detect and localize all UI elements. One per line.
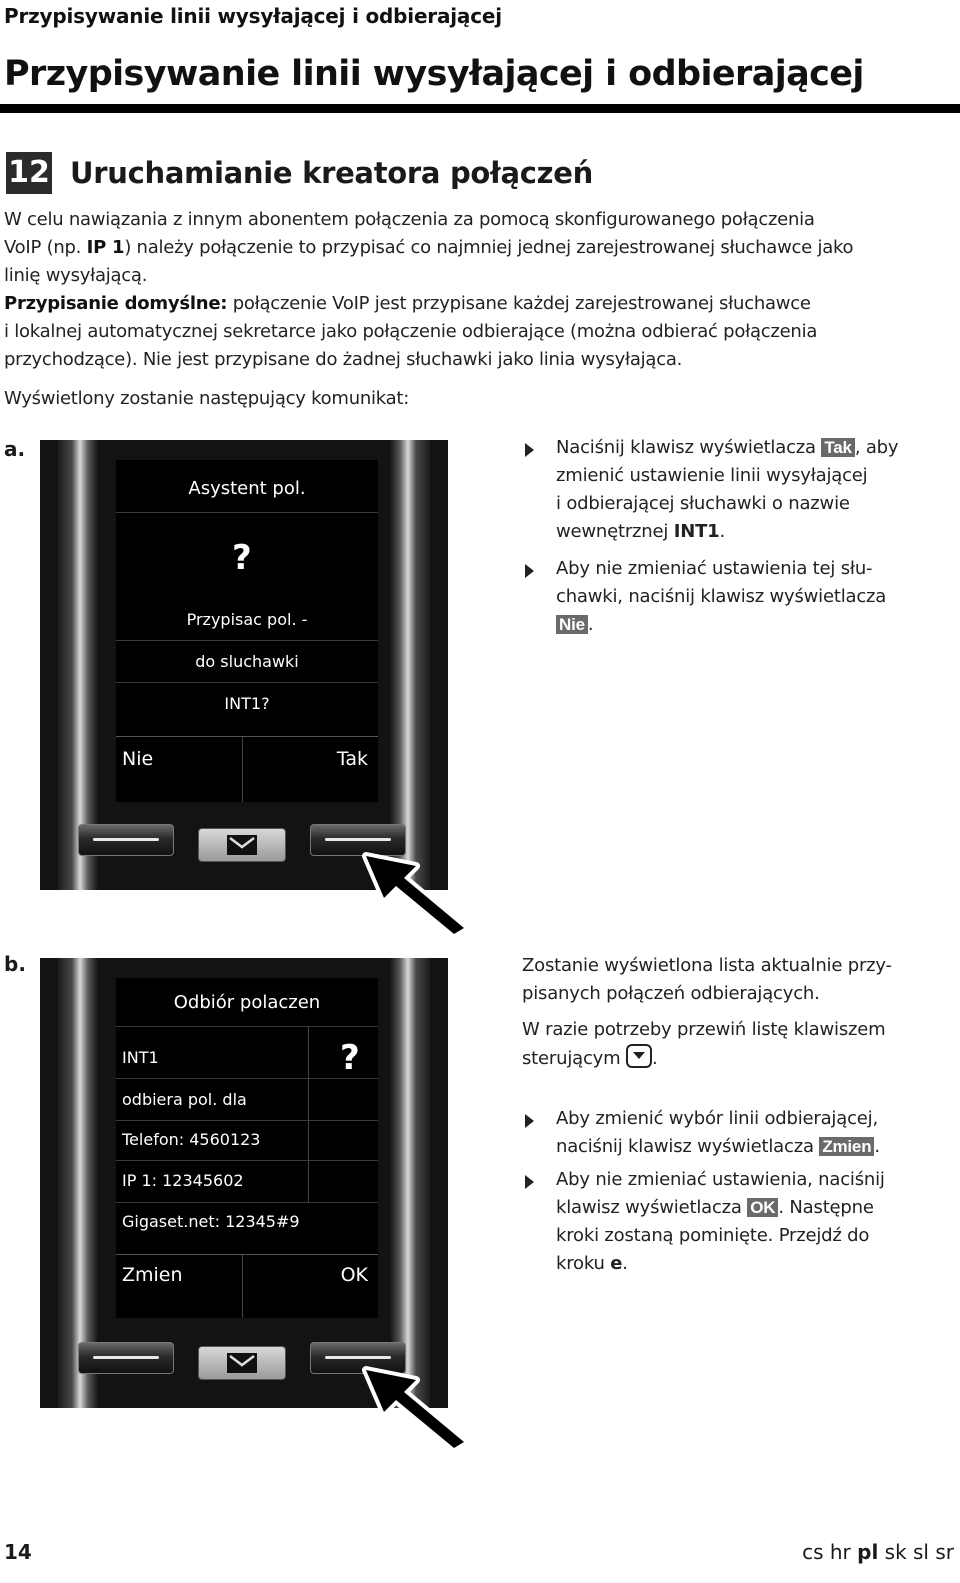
- step-number-badge: 12: [6, 152, 52, 194]
- bullet-arrow-icon: [525, 1175, 534, 1189]
- intro-line-5: i lokalnej automatycznej sekretarce jako…: [4, 321, 818, 342]
- question-icon: ?: [232, 538, 252, 578]
- screen-divider: [116, 1254, 378, 1255]
- row-receives-for: odbiera pol. dla: [122, 1090, 247, 1109]
- running-head: Przypisywanie linii wysyłającej i odbier…: [4, 4, 502, 28]
- phone-b: Odbiór polaczen INT1 ? odbiera pol. dla …: [40, 958, 448, 1408]
- intro-line-6: przychodzące). Nie jest przypisane do ża…: [4, 349, 683, 370]
- screen-title: Asystent pol.: [188, 478, 306, 499]
- intro-line-7: Wyświetlony zostanie następujący komunik…: [4, 388, 410, 409]
- screen-divider: [116, 682, 378, 683]
- intro-line-1: W celu nawiązania z innym abonentem połą…: [4, 209, 815, 230]
- section-a-label: a.: [4, 437, 26, 461]
- bullet-b1-line-2: naciśnij klawisz wyświetlacza Zmien.: [556, 1136, 880, 1157]
- phone-b-screen: Odbiór polaczen INT1 ? odbiera pol. dla …: [116, 978, 378, 1318]
- question-icon: ?: [340, 1038, 360, 1078]
- softkey-right-label: Tak: [336, 748, 368, 770]
- screen-divider: [116, 640, 378, 641]
- screen-title: Odbiór polaczen: [173, 992, 321, 1013]
- bullet-a1-line-4: wewnętrznej INT1.: [556, 521, 726, 542]
- phone-a-left-bezel: [58, 440, 98, 890]
- screen-line-2: do sluchawki: [195, 652, 299, 671]
- screen-divider: [116, 1160, 378, 1161]
- right-softkey[interactable]: [310, 1342, 406, 1374]
- screen-line-1: Przypisac pol. -: [186, 610, 308, 629]
- envelope-icon: [227, 1353, 257, 1373]
- phone-a-screen: Asystent pol. ? Przypisac pol. - do sluc…: [116, 460, 378, 802]
- bullet-b2-line-2: klawisz wyświetlacza OK. Następne: [556, 1197, 874, 1218]
- step-title: Uruchamianie kreatora połączeń: [70, 156, 593, 190]
- bullet-arrow-icon: [525, 564, 534, 578]
- softkey-separator: [242, 1255, 243, 1318]
- page-number: 14: [4, 1540, 32, 1564]
- language-list: cs hr pl sk sl sr: [802, 1540, 954, 1564]
- bullet-b2-line-3: kroki zostaną pominięte. Przejdź do: [556, 1225, 870, 1246]
- chapter-title: Przypisywanie linii wysyłającej i odbier…: [4, 54, 864, 94]
- phone-a: Asystent pol. ? Przypisac pol. - do sluc…: [40, 440, 448, 890]
- bullet-a1-line-3: i odbierającej słuchawki o nazwie: [556, 493, 850, 514]
- text-b1-line-2: pisanych połączeń odbierających.: [522, 983, 820, 1004]
- envelope-icon: [227, 835, 257, 855]
- bullet-b2-line-4: kroku e.: [556, 1253, 628, 1274]
- screen-divider: [116, 1026, 378, 1027]
- screen-line-3: INT1?: [224, 694, 270, 713]
- phone-a-right-bezel: [390, 440, 430, 890]
- softkey-left-label: Nie: [122, 748, 154, 770]
- list-item-int1: INT1: [122, 1048, 159, 1067]
- screen-divider: [116, 1120, 378, 1121]
- phone-b-left-bezel: [58, 958, 98, 1408]
- screen-divider: [116, 1202, 378, 1203]
- text-b2-line-1: W razie potrzeby przewiń listę klawiszem: [522, 1019, 886, 1040]
- softkey-left-label: Zmien: [122, 1264, 183, 1286]
- pointer-arrow-icon: [362, 1366, 468, 1450]
- row-ip1: IP 1: 12345602: [122, 1171, 244, 1190]
- bullet-b1-line-1: Aby zmienić wybór linii odbierającej,: [556, 1108, 878, 1129]
- softkey-separator: [242, 737, 243, 802]
- bullet-a1-line-1: Naciśnij klawisz wyświetlacza Tak, aby: [556, 437, 899, 458]
- phone-b-right-bezel: [390, 958, 430, 1408]
- softkey-right-label: OK: [340, 1264, 368, 1286]
- right-softkey[interactable]: [310, 824, 406, 856]
- bullet-a2-line-1: Aby nie zmieniać ustawienia tej słu-: [556, 558, 873, 579]
- screen-divider: [116, 1078, 378, 1079]
- message-key[interactable]: [198, 1346, 286, 1380]
- intro-line-2: VoIP (np. IP 1) należy połączenie to prz…: [4, 237, 854, 258]
- section-b-label: b.: [4, 952, 26, 976]
- navigation-key-icon: [625, 1044, 652, 1068]
- message-key[interactable]: [198, 828, 286, 862]
- default-assignment-line: Przypisanie domyślne: połączenie VoIP je…: [4, 293, 811, 314]
- screen-divider: [116, 512, 378, 513]
- left-softkey[interactable]: [78, 1342, 174, 1374]
- title-rule: [0, 104, 960, 113]
- bullet-a2-line-2: chawki, naciśnij klawisz wyświetlacza: [556, 586, 887, 607]
- bullet-a2-line-3: Nie.: [556, 611, 594, 639]
- text-b1-line-1: Zostanie wyświetlona lista aktualnie prz…: [522, 955, 892, 976]
- pointer-arrow-icon: [362, 852, 468, 936]
- row-gigaset-net: Gigaset.net: 12345#9: [122, 1212, 300, 1231]
- bullet-arrow-icon: [525, 443, 534, 457]
- row-phone: Telefon: 4560123: [122, 1130, 261, 1149]
- left-softkey[interactable]: [78, 824, 174, 856]
- intro-line-3: linię wysyłającą.: [4, 265, 148, 286]
- text-b2-line-2: sterującym .: [522, 1044, 658, 1073]
- screen-divider: [116, 736, 378, 737]
- bullet-a1-line-2: zmienić ustawienie linii wysyłającej: [556, 465, 868, 486]
- list-separator: [308, 1026, 309, 1202]
- bullet-b2-line-1: Aby nie zmieniać ustawienia, naciśnij: [556, 1169, 885, 1190]
- bullet-arrow-icon: [525, 1114, 534, 1128]
